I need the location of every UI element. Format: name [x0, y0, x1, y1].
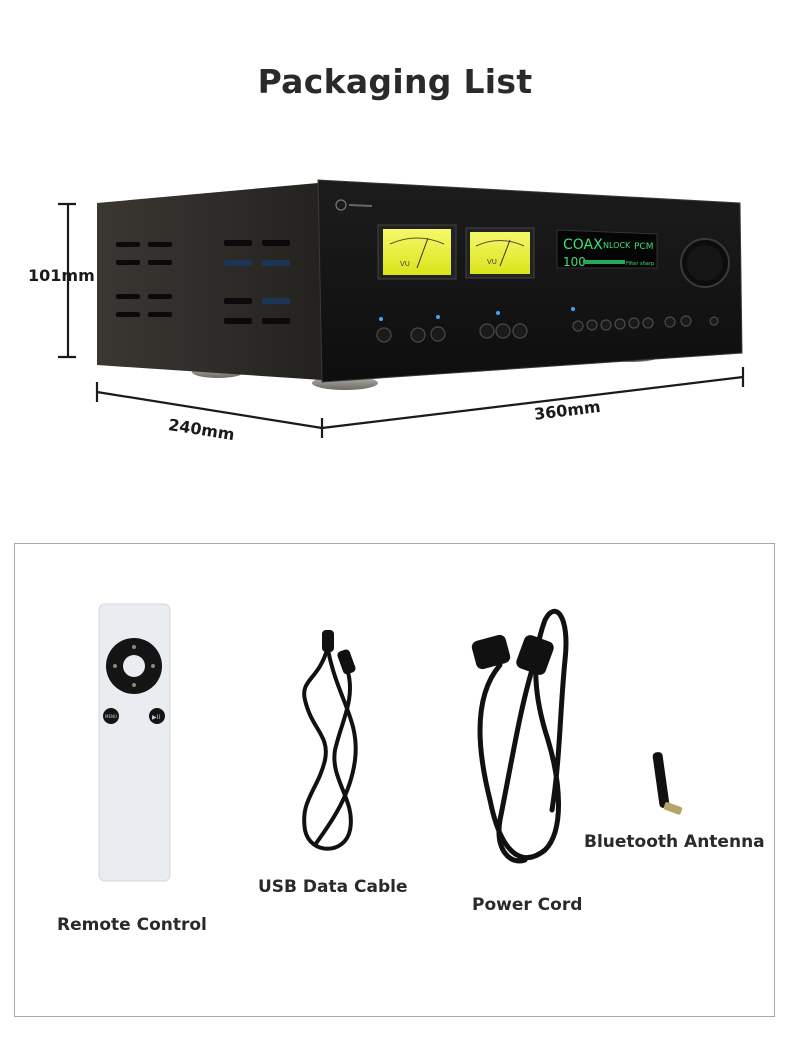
vu-meter-left — [377, 224, 457, 280]
svg-text:MENU: MENU — [105, 714, 117, 719]
svg-text:PCM: PCM — [634, 242, 653, 252]
item-label-usb-data-cable: USB Data Cable — [258, 877, 408, 897]
meter-label: VU — [487, 258, 497, 266]
svg-text:100: 100 — [563, 255, 586, 269]
item-label-remote-control: Remote Control — [57, 915, 207, 935]
meter-label: VU — [400, 260, 410, 268]
vfd-display: COAX NLOCK PCM 100 Filter sharp — [556, 229, 658, 269]
page-title: Packaging List — [257, 62, 533, 101]
front-buttons — [376, 315, 719, 343]
item-label-power-cord: Power Cord — [472, 895, 583, 915]
vent-slots — [116, 240, 290, 324]
height-label: 101mm — [28, 266, 95, 285]
item-label-bluetooth-antenna: Bluetooth Antenna — [584, 832, 765, 852]
vu-meter-right — [465, 227, 535, 279]
svg-text:Filter sharp: Filter sharp — [626, 261, 654, 267]
remote-control-icon: MENU ▶II — [98, 603, 171, 882]
usb-cable-icon — [302, 630, 358, 851]
svg-text:COAX: COAX — [563, 237, 603, 253]
amplifier-illustration: VU VU COAX NLOCK PCM 100 Filter sharp — [58, 179, 745, 438]
width-dimension-line — [321, 367, 745, 430]
indicator-leds — [379, 307, 575, 321]
height-dimension-line — [58, 202, 76, 359]
svg-text:▶II: ▶II — [152, 714, 160, 721]
svg-text:NLOCK: NLOCK — [603, 241, 631, 250]
bluetooth-antenna-icon — [652, 752, 683, 815]
power-cord-icon — [471, 608, 569, 864]
brand-logo — [335, 199, 347, 211]
packaging-box — [14, 543, 775, 1017]
side-panel — [97, 183, 322, 380]
